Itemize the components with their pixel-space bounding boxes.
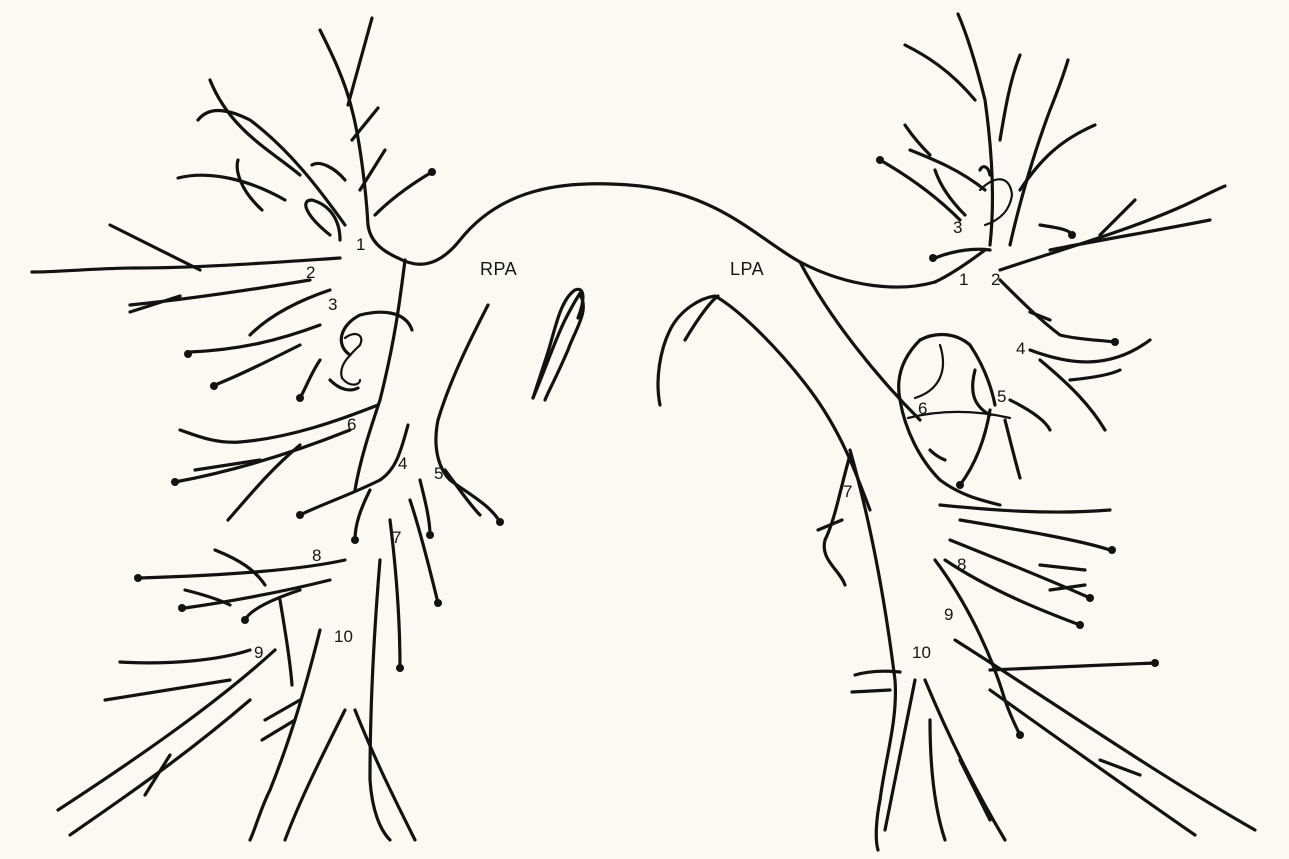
- left-segment-label: 8: [957, 555, 966, 574]
- left-segment-label: 10: [912, 643, 931, 662]
- left-segment-label: 3: [953, 218, 962, 237]
- left-segment-label: 4: [1016, 339, 1025, 358]
- right-segment-label: 7: [392, 528, 401, 547]
- right-segment-label: 1: [356, 235, 365, 254]
- right-segment-label: 10: [334, 627, 353, 646]
- right-segment-label: 4: [398, 454, 407, 473]
- right-segment-label: 3: [328, 295, 337, 314]
- trunk-labels: RPA LPA: [480, 259, 764, 279]
- right-segment-label: 2: [306, 263, 315, 282]
- right-pulmonary-tree: [32, 18, 504, 840]
- left-segment-label: 1: [959, 270, 968, 289]
- lpa-label: LPA: [730, 259, 764, 279]
- left-segment-label: 2: [991, 270, 1000, 289]
- left-segment-label: 9: [944, 605, 953, 624]
- right-segment-label: 8: [312, 546, 321, 565]
- left-segment-label: 6: [918, 399, 927, 418]
- left-pulmonary-tree: [800, 14, 1255, 850]
- left-segment-label: 5: [997, 387, 1006, 406]
- rpa-label: RPA: [480, 259, 517, 279]
- right-segment-label: 6: [347, 415, 356, 434]
- right-segment-label: 5: [434, 464, 443, 483]
- right-segment-label: 9: [254, 643, 263, 662]
- left-segment-label: 7: [843, 482, 852, 501]
